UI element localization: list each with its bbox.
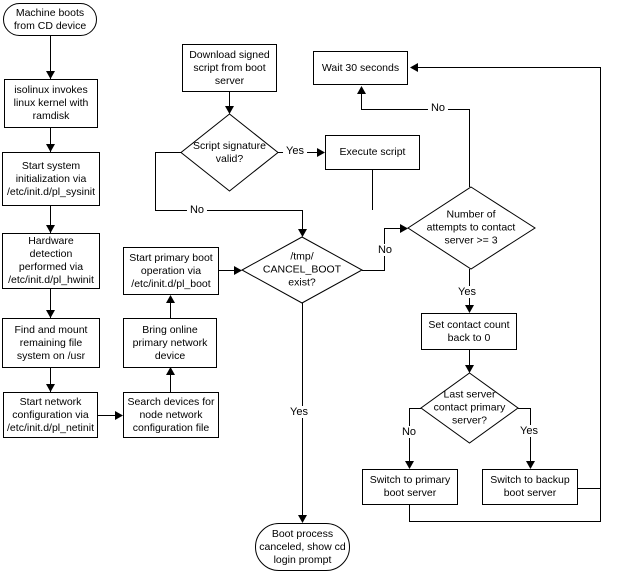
node-switchbackup: Switch to backup boot server: [482, 469, 578, 505]
node-switchbackup-label: Switch to backup boot server: [490, 474, 570, 499]
node-wait: Wait 30 seconds: [313, 51, 408, 85]
node-start: Machine boots from CD device: [3, 3, 97, 36]
node-attempts-shape: [407, 186, 536, 270]
edge-label-sig-yes: Yes: [283, 145, 307, 157]
node-execute: Execute script: [325, 135, 420, 170]
node-findmount: Find and mount remaining file system on …: [2, 318, 100, 368]
edge-label-cancel-yes: Yes: [287, 406, 311, 418]
node-bringonline-label: Bring online primary network device: [132, 323, 208, 362]
edge-label-attempts-no: No: [427, 102, 449, 114]
node-hwinit: Hardware detection performed via /etc/in…: [2, 233, 100, 289]
arrowheads: [46, 63, 535, 523]
node-netinit: Start network configuration via /etc/ini…: [3, 392, 98, 438]
node-isolinux-label: isolinux invokes linux kernel with ramdi…: [13, 84, 89, 122]
node-sysinit-label: Start system initialization via /etc/ini…: [6, 159, 96, 198]
node-start-label: Machine boots from CD device: [13, 6, 87, 32]
node-bringonline: Bring online primary network device: [123, 318, 217, 368]
node-sigvalid-label: Script signature valid?: [193, 139, 266, 165]
node-lastserver-shape: [420, 372, 519, 444]
node-search: Search devices for node network configur…: [123, 392, 219, 438]
node-cancelboot-shape: [240, 236, 364, 304]
edge-label-attempts-yes: Yes: [455, 286, 479, 298]
node-download-label: Download signed script from boot server: [189, 48, 270, 87]
node-setcount: Set contact count back to 0: [421, 313, 517, 350]
node-isolinux: isolinux invokes linux kernel with ramdi…: [4, 79, 98, 128]
node-netinit-label: Start network configuration via /etc/ini…: [7, 395, 94, 434]
node-findmount-label: Find and mount remaining file system on …: [14, 323, 88, 362]
node-download: Download signed script from boot server: [182, 44, 277, 92]
node-wait-label: Wait 30 seconds: [321, 61, 400, 74]
node-sigvalid-shape: [180, 113, 279, 192]
node-lastserver-label: Last server contact primary server?: [433, 388, 506, 427]
node-hwinit-label: Hardware detection performed via /etc/in…: [8, 235, 94, 286]
node-plboot: Start primary boot operation via /etc/in…: [123, 247, 219, 295]
edge-label-sig-no: No: [186, 204, 208, 216]
node-setcount-label: Set contact count back to 0: [428, 318, 510, 344]
node-plboot-label: Start primary boot operation via /etc/in…: [129, 251, 213, 290]
node-execute-label: Execute script: [339, 146, 406, 158]
edge-label-lastserver-no: No: [398, 426, 420, 438]
node-attempts-label: Number of attempts to contact server >= …: [426, 208, 516, 247]
edge-label-cancel-no: No: [374, 244, 396, 256]
node-sysinit: Start system initialization via /etc/ini…: [2, 152, 100, 206]
node-end: Boot process canceled, show cd login pro…: [255, 523, 350, 571]
node-switchprimary: Switch to primary boot server: [362, 469, 458, 505]
node-end-label: Boot process canceled, show cd login pro…: [259, 527, 346, 566]
node-cancelboot-label: /tmp/ CANCEL_BOOT exist?: [262, 250, 342, 289]
node-switchprimary-label: Switch to primary boot server: [369, 474, 451, 499]
decision-shapes: [180, 113, 536, 444]
node-search-label: Search devices for node network configur…: [127, 395, 215, 434]
edge-label-lastserver-yes: Yes: [517, 425, 541, 437]
